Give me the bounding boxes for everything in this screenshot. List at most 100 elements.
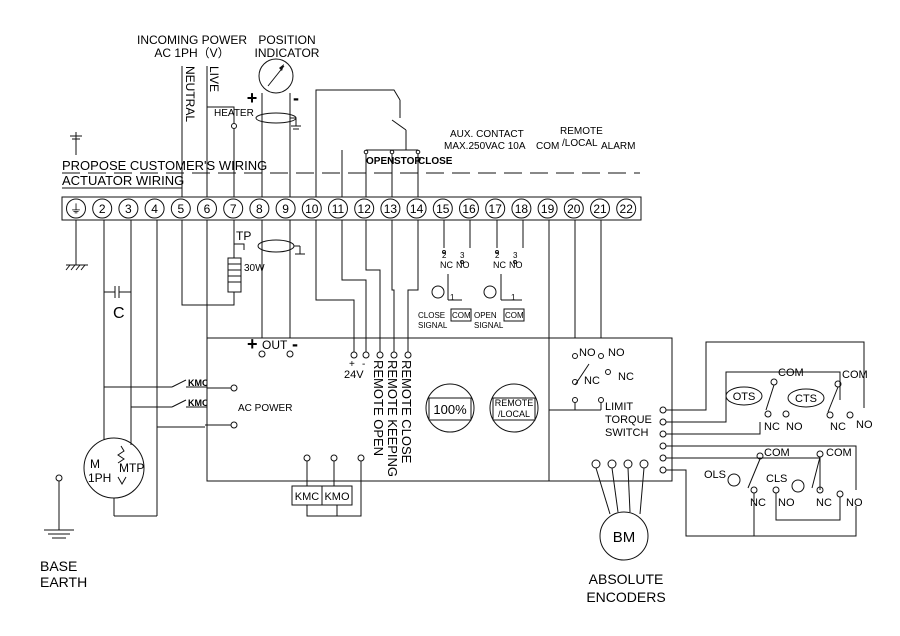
svg-text:1: 1	[511, 293, 516, 302]
terminal-14	[406, 198, 427, 219]
svg-text:SIGNAL: SIGNAL	[474, 321, 504, 330]
svg-text:NO: NO	[456, 260, 470, 270]
com-cls: COM	[826, 447, 852, 459]
terminal-label-8: 8	[256, 202, 263, 216]
svg-text:SIGNAL: SIGNAL	[418, 321, 448, 330]
terminal-label-2: 2	[99, 202, 106, 216]
svg-text:NC: NC	[493, 260, 506, 270]
plus-24v: +	[349, 359, 355, 370]
nc-cts: NC	[830, 421, 846, 433]
kmo-relay-label: KMO	[324, 491, 350, 503]
position-display	[425, 383, 475, 433]
encoder-motor-icon	[599, 511, 649, 561]
live-label: LIVE	[207, 66, 221, 92]
terminal-label-9: 9	[282, 202, 289, 216]
position-indicator-gauge-icon	[255, 58, 301, 197]
svg-text:2: 2	[442, 251, 447, 260]
switch-label: SWITCH	[605, 427, 648, 439]
earth-hatch-icon	[65, 264, 88, 271]
cls-label: CLS	[766, 473, 787, 485]
terminal-label-4: 4	[151, 202, 158, 216]
svg-text:OPEN: OPEN	[474, 311, 497, 320]
alarm-label: ALARM	[601, 141, 635, 152]
terminal-label-15: 15	[436, 202, 450, 216]
terminal-8	[249, 198, 270, 219]
plus-sign: +	[247, 88, 258, 108]
propose-wiring-label: PROPOSE CUSTOMER'S WIRING	[62, 158, 267, 173]
terminal-label-14: 14	[410, 202, 424, 216]
actuator-wiring-label: ACTUATOR WIRING	[62, 173, 184, 188]
terminal-label-20: 20	[567, 202, 581, 216]
remote-local-label-top-2: /LOCAL	[562, 138, 598, 149]
terminal-20	[563, 198, 584, 219]
terminal-16	[459, 198, 479, 219]
ac-power-label: AC POWER	[238, 403, 292, 414]
kmc-contact-label: KMC	[188, 378, 209, 388]
terminal-label-22: 22	[620, 202, 634, 216]
terminal-label-13: 13	[384, 202, 398, 216]
percent-display: 100%	[433, 402, 467, 417]
terminal-11	[328, 198, 348, 219]
kmc-relay-label: KMC	[295, 491, 320, 503]
heater-watt-label: 30W	[244, 263, 265, 274]
terminal-label-1: ⏚	[70, 202, 82, 216]
aux-contact-label: AUX. CONTACT	[450, 129, 524, 140]
svg-text:COM: COM	[505, 311, 524, 320]
svg-text:3: 3	[513, 251, 518, 260]
terminal-17	[485, 198, 506, 219]
terminal-13	[380, 198, 401, 219]
terminal-18	[511, 198, 532, 219]
nc-label-2: NC	[618, 371, 634, 383]
encoders-label: ENCODERS	[586, 589, 665, 605]
heater-resistor	[227, 257, 242, 293]
nc-label-1: NC	[584, 375, 600, 387]
svg-text:COM: COM	[452, 311, 471, 320]
terminal-label-5: 5	[177, 202, 184, 216]
svg-text:NC: NC	[440, 260, 453, 270]
terminal-6	[197, 198, 217, 219]
tp-label: TP	[236, 229, 251, 243]
nc-cls: NC	[816, 497, 832, 509]
no-label-1: NO	[579, 347, 596, 359]
mtp-label: MTP	[119, 461, 144, 475]
cts-cam	[787, 388, 825, 408]
terminal-label-12: 12	[358, 202, 372, 216]
com-ols: COM	[764, 447, 790, 459]
no-label-2: NO	[608, 347, 625, 359]
ols-cam	[727, 473, 741, 487]
terminal-4	[144, 198, 165, 219]
terminal-label-10: 10	[305, 202, 319, 216]
terminal-label-6: 6	[204, 202, 211, 216]
kmo-contact-label: KMO	[188, 398, 209, 408]
com-ots: COM	[778, 367, 804, 379]
com-label-top: COM	[536, 141, 559, 152]
com-cts: COM	[842, 369, 868, 381]
terminal-label-16: 16	[462, 202, 476, 216]
terminal-strip	[61, 196, 642, 221]
terminal-label-11: 11	[332, 202, 345, 216]
terminal-19	[537, 198, 558, 219]
nc-ots: NC	[764, 421, 780, 433]
aux-contact-rating: MAX.250VAC 10A	[444, 141, 526, 152]
terminal-22	[616, 198, 637, 219]
v24-label: 24V	[344, 369, 364, 381]
base-earth-label-2: EARTH	[40, 574, 87, 590]
motor-m-label: M	[90, 457, 100, 471]
ots-cam	[725, 386, 763, 406]
cts-label: CTS	[795, 393, 817, 405]
no-cls: NO	[846, 497, 863, 509]
no-cts: NO	[856, 419, 873, 431]
remote-local-text: REMOTE	[495, 398, 534, 408]
terminal-21	[590, 198, 610, 219]
terminal-label-17: 17	[489, 202, 503, 216]
remote-local-label-top: REMOTE	[560, 126, 603, 137]
terminal-2	[92, 198, 113, 219]
terminal-label-7: 7	[230, 202, 237, 216]
base-earth-label: BASE	[40, 558, 77, 574]
remote-local-selector[interactable]	[489, 383, 539, 433]
ols-label: OLS	[704, 469, 726, 481]
minus-sign: -	[293, 88, 299, 108]
